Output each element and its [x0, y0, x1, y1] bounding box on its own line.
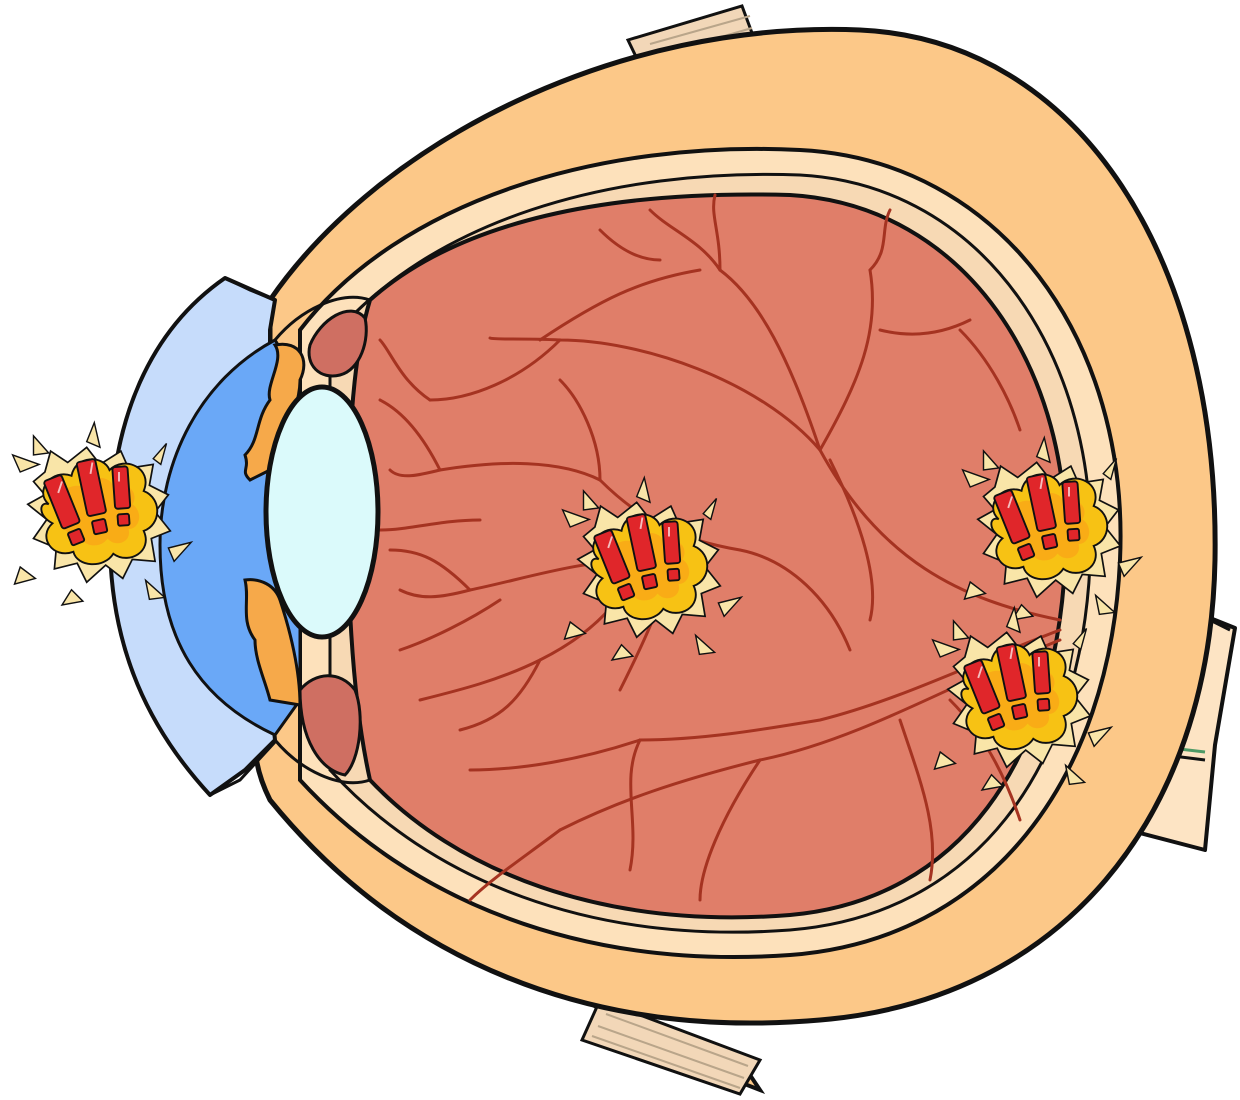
ciliary-body — [273, 295, 371, 785]
lens — [263, 384, 381, 640]
iris — [243, 342, 306, 707]
